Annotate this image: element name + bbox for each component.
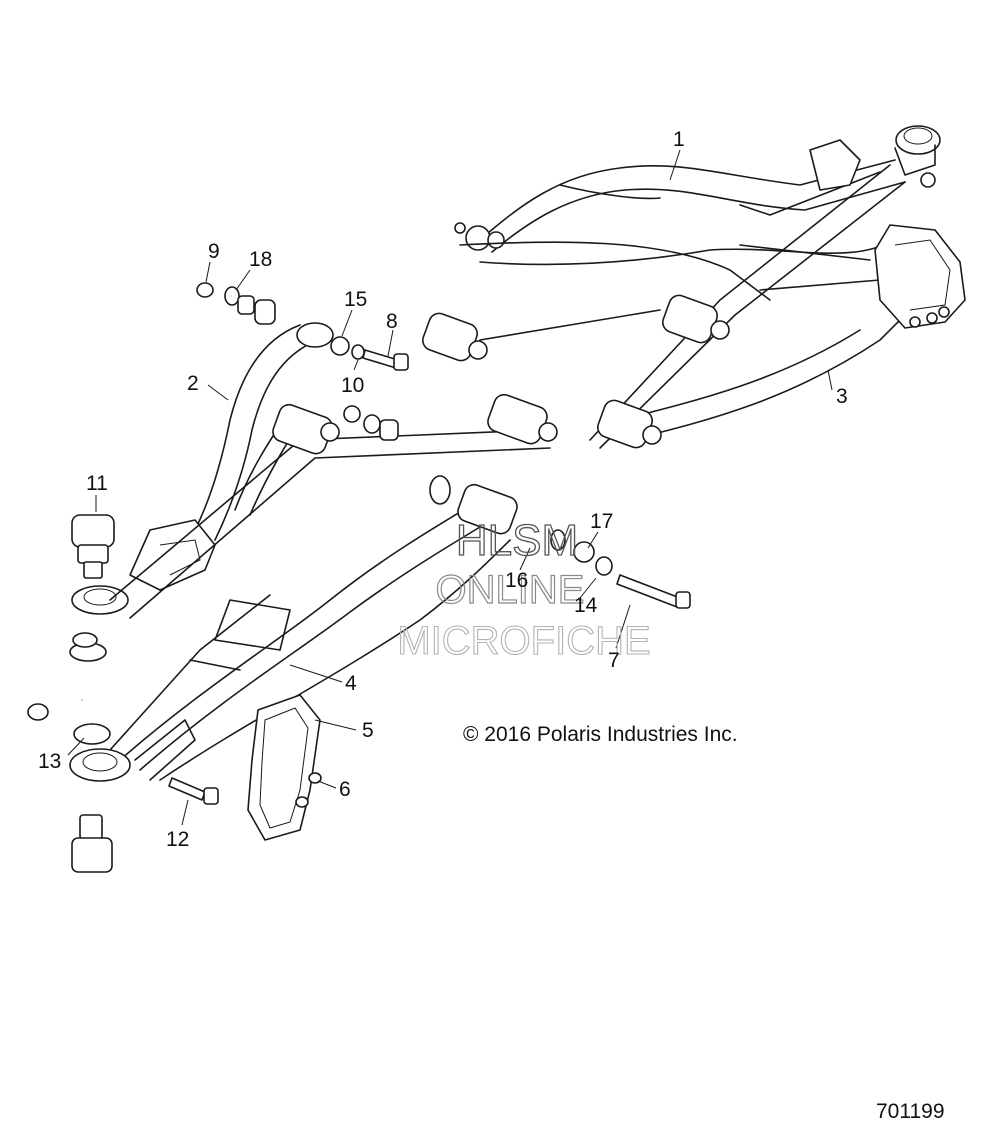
callout-14: 14 [574,594,598,617]
upper-a-arm-left [71,322,334,615]
watermark-line-1: HLSM [456,516,578,565]
copyright-notice: © 2016 Polaris Industries Inc. [463,723,738,746]
callout-3: 3 [836,385,848,408]
watermark: HLSM ONLINE MICROFICHE [397,515,651,663]
watermark-line-2: ONLINE [436,568,585,612]
callout-11: 11 [86,472,108,495]
callout-12: 12 [166,828,189,851]
callout-7: 7 [608,649,620,672]
callout-labels: 1 9 18 15 8 2 10 3 11 17 16 14 7 4 5 13 … [38,128,848,851]
callout-5: 5 [362,719,374,742]
ball-joint-lower [27,632,113,873]
callout-9: 9 [208,240,220,263]
screws-6 [81,699,322,808]
callout-15: 15 [344,288,367,311]
lower-hardware-set [550,529,691,609]
skid-guard-plate [247,694,321,841]
callout-18: 18 [249,248,272,271]
ball-joint-upper [71,514,115,579]
callout-4: 4 [345,672,357,695]
lower-a-arm-right [422,224,966,449]
callout-6: 6 [339,778,351,801]
lower-a-arm-left [69,393,558,782]
document-number: 701199 [876,1100,945,1123]
watermark-line-3: MICROFICHE [397,619,650,663]
leader-lines [67,149,833,826]
callout-1: 1 [673,128,685,151]
callout-16: 16 [505,569,528,592]
bolt-12 [168,777,219,805]
upper-hardware-set [196,282,409,441]
callout-8: 8 [386,310,398,333]
callout-10: 10 [341,374,364,397]
upper-a-arm-right [454,125,941,449]
callout-17: 17 [590,510,613,533]
callout-2: 2 [187,372,199,395]
callout-13: 13 [38,750,61,773]
